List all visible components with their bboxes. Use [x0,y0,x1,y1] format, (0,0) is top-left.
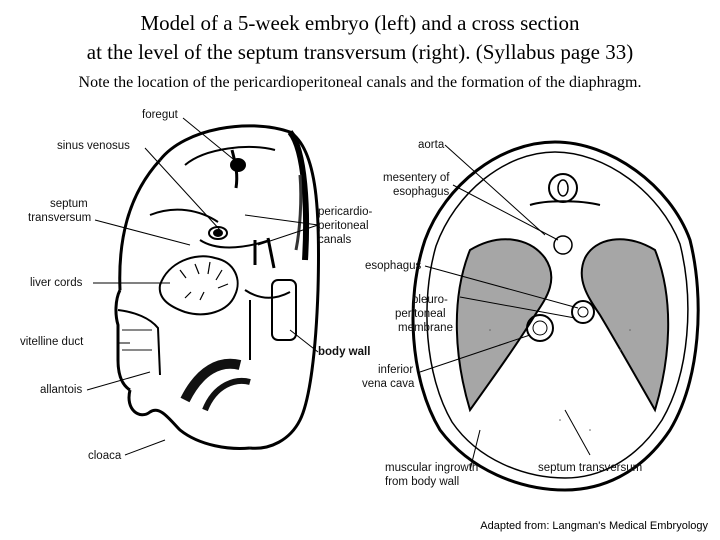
cross-section-drawing [411,140,700,492]
title-line-1: Model of a 5-week embryo (left) and a cr… [140,11,580,35]
title-line-2: at the level of the septum transversum (… [86,40,634,64]
label-mesentery-line2: esophagus [393,186,450,198]
label-septum-line1: septum [50,198,88,210]
label-cloaca: cloaca [88,450,122,462]
label-liver-cords: liver cords [30,277,83,289]
right-leader-lines [419,144,591,471]
label-septum-line2: transversum [28,212,92,224]
label-pleuro-line3: membrane [398,322,453,334]
embryo-model-drawing [114,124,321,450]
label-vitelline-duct: vitelline duct [20,336,84,348]
label-body-wall: body wall [318,346,371,358]
label-ivc-line1: inferior [378,364,414,376]
label-sinus-venosus: sinus venosus [57,140,130,152]
label-ivc-line2: vena cava [362,378,415,390]
label-pericardio-line2: peritoneal [318,220,369,232]
left-leader-lines [86,117,319,456]
label-pleuro-line1: pleuro- [412,294,448,306]
label-aorta: aorta [418,139,445,151]
label-foregut: foregut [142,109,178,121]
subtitle: Note the location of the pericardioperit… [78,74,642,91]
label-pericardio-line1: pericardio- [318,206,373,218]
label-pleuro-line2: peritoneal [395,308,446,320]
foregut-dot [230,158,246,172]
label-pericardio-line3: canals [318,234,352,246]
label-muscular-line1: muscular ingrowth [385,462,479,474]
credit-text: Adapted from: Langman's Medical Embryolo… [480,520,708,532]
label-muscular-line2: from body wall [385,476,460,488]
label-esophagus: esophagus [365,260,422,272]
label-allantois: allantois [40,384,83,396]
label-septum-transversum-right: septum transversum [538,462,643,474]
label-mesentery-line1: mesentery of [383,172,450,184]
